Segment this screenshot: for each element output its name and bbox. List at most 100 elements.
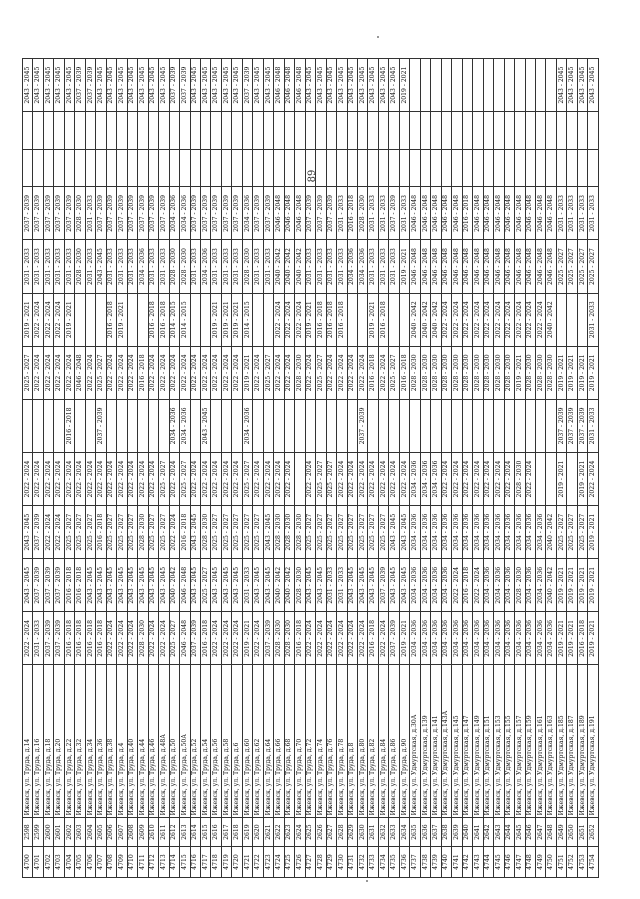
- period-cell: 2043 - 2045: [231, 58, 243, 112]
- period-cell: 2016 - 2018: [64, 558, 75, 612]
- period-cell: 2040 - 2042: [273, 558, 285, 612]
- period-cell: 2043 - 2045: [95, 58, 107, 112]
- row-number-cell: 4719: [221, 846, 232, 878]
- period-cell: 2034 - 2036: [493, 611, 505, 665]
- period-cell: 2031 - 2033: [127, 240, 138, 294]
- row-number-cell: 4709: [116, 846, 128, 878]
- period-cell: [336, 399, 348, 453]
- period-cell: [252, 399, 264, 453]
- period-cell: [430, 111, 442, 150]
- period-cell: 2022 - 2024: [525, 452, 536, 506]
- period-cell: 2025 - 2027: [315, 452, 327, 506]
- row-id-cell: 2609: [137, 817, 149, 847]
- period-cell: 2034 - 2036: [451, 611, 463, 665]
- period-cell: 2031 - 2033: [336, 558, 348, 612]
- period-cell: [221, 149, 232, 187]
- period-cell: 2034 - 2036: [525, 505, 536, 559]
- row-id-cell: 2642: [483, 817, 494, 847]
- period-cell: 2019 - 2021: [367, 293, 379, 347]
- period-cell: [347, 399, 358, 453]
- address-cell: Ижевск, ул. Труда, д.8: [347, 665, 358, 818]
- period-cell: 2046 - 2048: [74, 346, 86, 400]
- period-cell: [74, 149, 86, 187]
- period-cell: [210, 399, 222, 453]
- period-cell: 2022 - 2024: [116, 611, 128, 665]
- period-cell: 2022 - 2024: [137, 452, 149, 506]
- period-cell: 2037 - 2039: [53, 558, 65, 612]
- period-cell: 2043 - 2045: [158, 58, 170, 112]
- period-cell: [504, 111, 515, 150]
- row-id-cell: 2607: [116, 817, 128, 847]
- address-cell: Ижевск, ул. Удмуртская, д.159: [525, 665, 536, 818]
- period-cell: 2025 - 2027: [587, 240, 599, 294]
- period-cell: [430, 58, 442, 112]
- row-number-cell: 4732: [357, 846, 368, 878]
- period-cell: 2043 - 2045: [347, 58, 358, 112]
- period-cell: 2037 - 2039: [378, 558, 389, 612]
- period-cell: 2022 - 2024: [106, 346, 117, 400]
- period-cell: 2022 - 2024: [43, 346, 54, 400]
- period-cell: 2037 - 2039: [388, 611, 400, 665]
- period-cell: 2031 - 2033: [587, 293, 599, 347]
- period-cell: 2028 - 2030: [409, 346, 421, 400]
- period-cell: [451, 149, 463, 187]
- period-cell: 2043 - 2045: [137, 58, 149, 112]
- period-cell: [137, 149, 149, 187]
- period-cell: [127, 293, 138, 347]
- period-cell: 2043 - 2045: [263, 558, 274, 612]
- period-cell: 2037 - 2039: [43, 558, 54, 612]
- period-cell: [545, 58, 557, 112]
- period-cell: [85, 399, 96, 453]
- period-cell: 2016 - 2018: [64, 611, 75, 665]
- period-cell: 2046 - 2048: [493, 186, 505, 240]
- period-cell: 2043 - 2045: [326, 58, 337, 112]
- row-id-cell: 2619: [242, 817, 253, 847]
- period-cell: [231, 399, 243, 453]
- address-cell: Ижевск, ул. Удмуртская, д.187: [566, 665, 578, 818]
- period-cell: 2034 - 2036: [242, 399, 253, 453]
- period-cell: [472, 149, 484, 187]
- address-cell: Ижевск, ул. Удмуртская, д.163: [545, 665, 557, 818]
- period-cell: [388, 111, 400, 150]
- period-cell: [409, 149, 421, 187]
- period-cell: 2040 - 2042: [273, 240, 285, 294]
- row-id-cell: 2649: [556, 817, 567, 847]
- period-cell: 2025 - 2027: [158, 505, 170, 559]
- period-cell: 2022 - 2024: [169, 346, 180, 400]
- period-cell: [148, 149, 159, 187]
- period-cell: [545, 149, 557, 187]
- period-cell: [169, 149, 180, 187]
- row-id-cell: 2644: [504, 817, 515, 847]
- period-cell: 2034 - 2036: [420, 558, 431, 612]
- period-cell: 2043 - 2045: [137, 558, 149, 612]
- period-cell: [22, 149, 33, 187]
- period-cell: 2043 - 2045: [64, 58, 75, 112]
- period-cell: [305, 399, 316, 453]
- period-cell: [210, 111, 222, 150]
- period-cell: 2043 - 2045: [221, 558, 232, 612]
- row-id-cell: 2627: [326, 817, 337, 847]
- row-id-cell: 2631: [367, 817, 379, 847]
- address-cell: Ижевск, ул. Удмуртская, д.191: [587, 665, 599, 818]
- address-cell: Ижевск, ул. Труда, д.78: [336, 665, 348, 818]
- period-cell: 2031 - 2033: [43, 240, 54, 294]
- period-cell: 2028 - 2030: [273, 505, 285, 559]
- period-cell: [525, 399, 536, 453]
- period-cell: [137, 399, 149, 453]
- period-cell: 2031 - 2033: [221, 240, 232, 294]
- period-cell: [420, 149, 431, 187]
- period-cell: [430, 399, 442, 453]
- row-number-cell: 4739: [430, 846, 442, 878]
- period-cell: 2031 - 2033: [32, 611, 44, 665]
- period-cell: [231, 111, 243, 150]
- period-cell: 2046 - 2048: [420, 186, 431, 240]
- period-cell: 2022 - 2024: [587, 452, 599, 506]
- period-cell: [190, 111, 201, 150]
- row-number-cell: 4749: [535, 846, 546, 878]
- period-cell: 2043 - 2045: [190, 505, 201, 559]
- period-cell: 2034 - 2036: [493, 558, 505, 612]
- period-cell: 2025 - 2027: [305, 505, 316, 559]
